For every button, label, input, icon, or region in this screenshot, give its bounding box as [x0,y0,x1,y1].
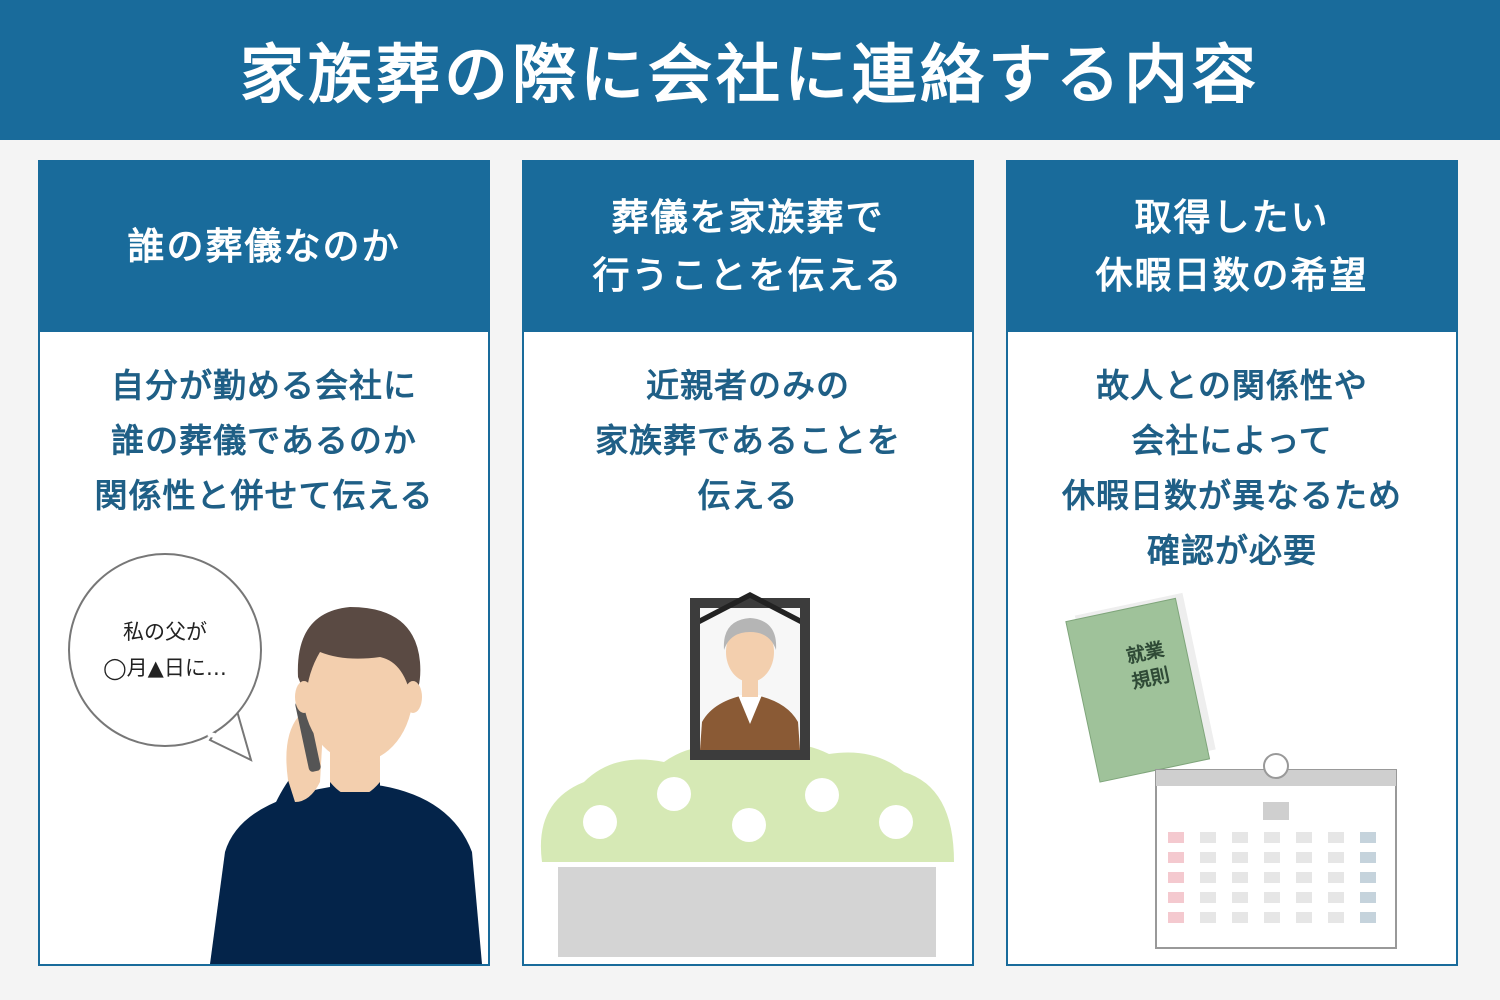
altar-stand [558,867,936,957]
rulebook-icon [1065,592,1216,783]
calendar-day-cell [1360,872,1376,883]
panel-body: 自分が勤める会社に 誰の葬儀であるのか 関係性と併せて伝える [40,358,488,523]
calendar-day-cell [1232,832,1248,843]
panel-body-line: 近親者のみの [646,366,850,405]
phone-icon [295,700,321,772]
panel-heading: 誰の葬儀なのか [40,162,488,332]
calendar-day-cell [1328,892,1344,903]
panel-heading-line: 行うことを伝える [592,254,904,297]
speech-bubble-text: 私の父が ◯月▲日に… [65,614,265,686]
calendar-day-cell [1360,852,1376,863]
calendar-day-cell [1168,852,1184,863]
hair [297,607,421,702]
calendar-day-cell [1232,892,1248,903]
panel-body-line: 自分が勤める会社に [111,366,417,405]
flower-icons [583,777,913,842]
speech-bubble-line: 私の父が [123,620,207,644]
panel-leave-days: 取得したい 休暇日数の希望 故人との関係性や 会社によって 休暇日数が異なるため… [1006,160,1458,966]
arm [255,772,325,922]
panel-body-line: 家族葬であることを [595,421,901,460]
sweater [210,784,482,964]
calendar-day-cell [1232,912,1248,923]
page-title: 家族葬の際に会社に連絡する内容 [240,39,1260,113]
panel-heading-line: 葬儀を家族葬で [611,196,885,239]
mourning-ribbon [700,592,800,624]
calendar-day-cell [1200,872,1216,883]
calendar-day-cell [1168,872,1184,883]
calendar-day-cell [1328,852,1344,863]
calendar-day-cell [1296,832,1312,843]
panel-heading: 取得したい 休暇日数の希望 [1008,162,1456,332]
rulebook-calendar-illustration [1065,592,1397,949]
panel-heading-line: 誰の葬儀なのか [127,225,401,268]
title-banner: 家族葬の際に会社に連絡する内容 [0,0,1500,140]
calendar-day-cell [1232,872,1248,883]
flower-bed [540,743,954,862]
calendar-day-cell [1200,832,1216,843]
panel-heading: 葬儀を家族葬で 行うことを伝える [524,162,972,332]
calendar-day-cell [1296,912,1312,923]
panel-heading-line: 取得したい [1134,196,1330,239]
panel-body-line: 休暇日数が異なるため [1062,476,1402,515]
calendar-day-cell [1328,832,1344,843]
speech-bubble-line: ◯月▲日に… [103,656,227,680]
panel-family-funeral: 葬儀を家族葬で 行うことを伝える 近親者のみの 家族葬であることを 伝える [522,160,974,966]
calendar-day-cell [1360,892,1376,903]
panel-body-line: 誰の葬儀であるのか [111,421,417,460]
calendar-day-cell [1328,872,1344,883]
speech-bubble [68,553,262,762]
panel-heading-line: 休暇日数の希望 [1095,254,1369,297]
calendar-day-cell [1200,852,1216,863]
man-on-phone-illustration [68,553,482,964]
calendar-day-cell [1328,912,1344,923]
panel-whose-funeral: 誰の葬儀なのか 自分が勤める会社に 誰の葬儀であるのか 関係性と併せて伝える [38,160,490,966]
calendar-day-cell [1168,892,1184,903]
panel-body-line: 伝える [697,476,799,515]
calendar-day-cell [1168,832,1184,843]
panel-body: 近親者のみの 家族葬であることを 伝える [524,358,972,523]
funeral-altar-illustration [540,592,954,957]
calendar-day-cell [1264,912,1280,923]
calendar-day-cell [1168,912,1184,923]
calendar-day-cell [1360,832,1376,843]
calendar-day-cell [1296,892,1312,903]
calendar-day-cell [1360,912,1376,923]
panel-body-line: 会社によって [1131,421,1333,460]
calendar-day-cell [1200,892,1216,903]
portrait-head [726,622,774,682]
portrait-hair [723,618,777,650]
panel-body-line: 確認が必要 [1147,531,1317,570]
calendar-day-cell [1264,832,1280,843]
calendar-day-cell [1264,872,1280,883]
calendar-day-cell [1232,852,1248,863]
calendar-day-cell [1296,872,1312,883]
calendar-day-cell [1264,892,1280,903]
panel-body-line: 故人との関係性や [1096,366,1368,405]
calendar-day-cell [1200,912,1216,923]
panel-body-line: 関係性と併せて伝える [94,476,434,515]
panel-body: 故人との関係性や 会社によって 休暇日数が異なるため 確認が必要 [1008,358,1456,578]
calendar-day-cell [1264,852,1280,863]
calendar-day-cell [1296,852,1312,863]
calendar-icon [1155,753,1397,949]
